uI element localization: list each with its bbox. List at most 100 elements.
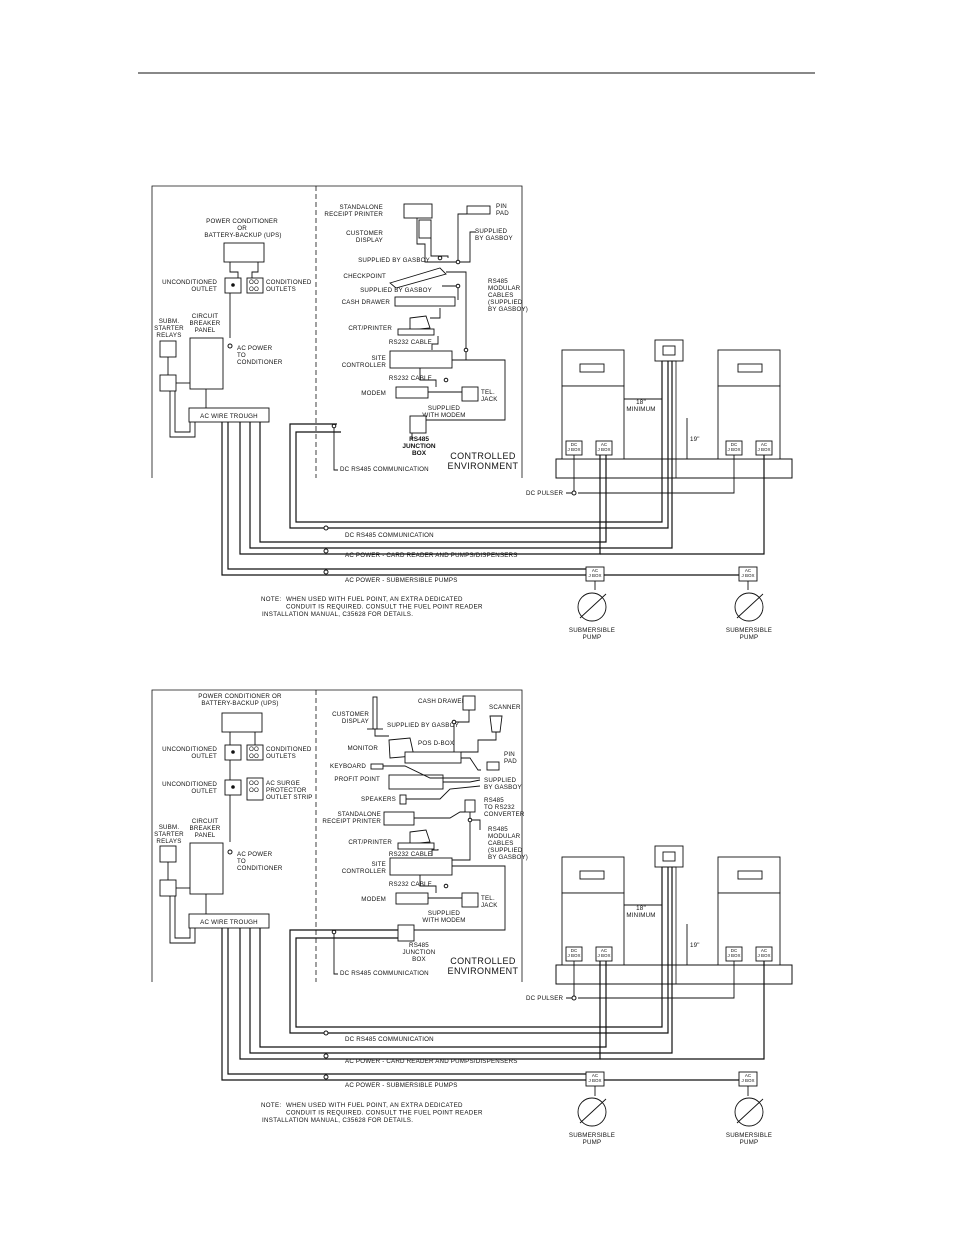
speakers-label: SPEAKERS <box>361 796 396 803</box>
dispenser-2-window <box>737 870 763 880</box>
cash-drawer-label: CASH DRAWER <box>342 299 391 306</box>
svg-text:ACJ BOX: ACJ BOX <box>588 1073 601 1083</box>
tel-jack-label: TEL.JACK <box>481 389 498 403</box>
dim-18-label: 18"MINIMUM <box>626 399 655 413</box>
dc-rs485-label: DC RS485 COMMUNICATION <box>345 1036 434 1043</box>
surge-strip-box <box>246 777 264 801</box>
building-frame <box>151 689 523 982</box>
svg-text:ACJ BOX: ACJ BOX <box>588 568 601 578</box>
dc-rs485-inner-label: DC RS485 COMMUNICATION <box>340 466 429 473</box>
rs485-junction-box <box>397 924 415 942</box>
supplied-by-gasboy-label-1: SUPPLIED BY GASBOY <box>387 722 459 729</box>
dispenser-2-window <box>737 363 763 373</box>
breaker-panel <box>189 337 224 390</box>
supplied-by-gasboy-label-2: SUPPLIED BY GASBOY <box>360 287 432 294</box>
modem-label: MODEM <box>361 896 386 903</box>
ac-wire-trough <box>188 407 270 423</box>
relay-box-1 <box>159 340 177 358</box>
ac-submersible-label: AC POWER - SUBMERSIBLE PUMPS <box>345 577 458 584</box>
note-text: WHEN USED WITH FUEL POINT, AN EXTRA DEDI… <box>262 1102 483 1124</box>
conditioned-outlets-box <box>246 744 264 761</box>
receipt-printer-icon <box>383 811 415 826</box>
dc-pulser-label: DC PULSER <box>526 490 564 497</box>
ac-wire-trough-label: AC WIRE TROUGH <box>200 413 258 420</box>
dispenser-1-window <box>579 870 605 880</box>
svg-text:ACJ BOX: ACJ BOX <box>741 568 754 578</box>
converter-box <box>464 799 476 813</box>
tel-jack-label: TEL.JACK <box>481 895 498 909</box>
scanner-label: SCANNER <box>489 704 521 711</box>
keyboard-icon <box>370 763 384 770</box>
svg-text:ACJ BOX: ACJ BOX <box>741 1073 754 1083</box>
dim-19-label: 19" <box>690 942 700 949</box>
checkpoint-icon <box>389 267 447 289</box>
conduit-runs: DC PULSER DC RS485 COMMUNICATION AC POWE… <box>221 361 772 641</box>
note-label: NOTE: <box>261 1102 281 1109</box>
svg-text:OO: OO <box>249 787 259 794</box>
ac-jbox-1 <box>595 440 613 456</box>
ground-slab <box>555 964 793 985</box>
pos-dbox-label: POS D-BOX <box>418 740 454 747</box>
crt-printer-label: CRT/PRINTER <box>348 839 392 846</box>
ac-submersible-label: AC POWER - SUBMERSIBLE PUMPS <box>345 1082 458 1089</box>
customer-display-icon <box>418 219 432 239</box>
cash-drawer-icon <box>394 296 456 307</box>
rs232-cable-label-1: RS232 CABLE <box>389 851 432 858</box>
conduit-runs: DC PULSER DC RS485 COMMUNICATION AC POWE… <box>221 867 772 1146</box>
breaker-panel <box>189 842 224 895</box>
site-controller-box <box>389 350 453 369</box>
dim-18-label: 18"MINIMUM <box>626 905 655 919</box>
cash-drawer-icon <box>462 695 476 711</box>
dispenser-1-window <box>579 363 605 373</box>
receipt-printer-icon <box>403 203 433 219</box>
svg-text:OO: OO <box>249 286 259 293</box>
crt-icon <box>409 315 431 331</box>
keyboard-label: KEYBOARD <box>330 763 366 770</box>
checkpoint-label: CHECKPOINT <box>343 273 386 280</box>
profit-point-label: PROFIT POINT <box>334 776 380 783</box>
pos-dbox <box>404 751 462 764</box>
profit-point-box <box>388 774 444 790</box>
tel-jack-box <box>461 892 479 908</box>
ground-slab <box>555 458 793 479</box>
conditioned-outlets-box <box>246 277 264 294</box>
ac-jbox-1 <box>595 946 613 962</box>
diagram-1: POWER CONDITIONER OR BATTERY-BACKUP (UPS… <box>151 185 793 641</box>
rs232-cable-label-2: RS232 CABLE <box>389 375 432 382</box>
svg-text:OO: OO <box>249 780 259 787</box>
rs485-junction-box <box>409 415 427 434</box>
cash-drawer-label: CASH DRAWER <box>418 698 467 705</box>
